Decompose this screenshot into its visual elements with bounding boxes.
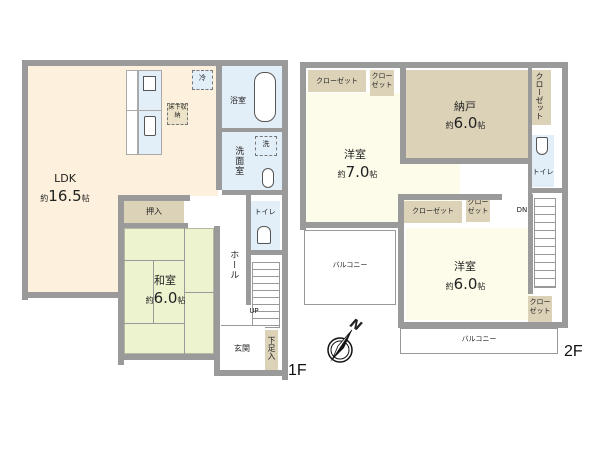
floor1-plan: 冷 床下収納 LDK 約16.5帖 浴室 洗 洗面室 トイレ 押入 和室 約6.… — [22, 60, 307, 380]
tatami-line-2 — [184, 228, 185, 354]
nando-name: 納戸 — [454, 100, 476, 113]
compass-icon: N — [324, 316, 364, 366]
oshiire-closet — [124, 201, 184, 223]
oshiire-label: 押入 — [146, 207, 162, 216]
washitsu-room — [124, 228, 214, 354]
underfloor-label: 床下収納 — [168, 104, 187, 119]
wall — [214, 370, 286, 376]
balcony-1-label: バルコニー — [332, 261, 368, 269]
fridge-label: 冷 — [199, 74, 206, 82]
stove-icon — [143, 76, 156, 91]
closet-f — [528, 296, 552, 322]
western2-size: 約6.0帖 — [445, 275, 486, 293]
closet-d-label: クローゼット — [412, 207, 454, 215]
closet-c-label: クローゼット — [535, 72, 544, 120]
closet-f-label: クローゼット — [529, 298, 551, 315]
wall — [300, 62, 306, 230]
nando-size: 約6.0帖 — [445, 114, 486, 132]
western-room-2 — [406, 228, 530, 320]
washer-space — [255, 136, 277, 156]
washroom-label: 洗面室 — [233, 146, 244, 176]
western2-name: 洋室 — [454, 260, 476, 273]
western-room-1 — [306, 93, 400, 223]
kitchen-counter — [126, 70, 138, 115]
floor1-label: 1F — [288, 362, 307, 379]
wall — [398, 322, 568, 328]
wall — [562, 62, 568, 327]
tatami-line-4 — [153, 260, 154, 323]
washer-label: 洗 — [262, 140, 270, 148]
wall — [398, 194, 404, 328]
wall — [22, 60, 222, 66]
tatami-line-5 — [184, 292, 214, 293]
tatami-line-3 — [124, 323, 185, 324]
entrance-label: 玄関 — [234, 344, 250, 353]
tatami-line-1 — [124, 260, 185, 261]
stairs-down-label: DN — [516, 206, 528, 214]
wall — [118, 354, 216, 360]
toilet-icon — [257, 226, 271, 244]
toilet-label: トイレ — [254, 208, 276, 216]
washitsu-size: 約6.0帖 — [145, 289, 186, 307]
wall — [118, 223, 188, 228]
wall — [118, 195, 124, 365]
wall — [22, 292, 120, 298]
toilet-icon-2f — [536, 137, 548, 155]
closet-c — [531, 70, 551, 125]
wall — [216, 60, 288, 66]
washbasin-icon — [262, 168, 274, 188]
fridge-space — [192, 70, 213, 90]
nando-room — [406, 70, 528, 160]
balcony-1 — [304, 230, 396, 305]
ldk-lower — [28, 200, 120, 292]
wall — [300, 222, 400, 228]
stairs-up-label: UP — [249, 307, 259, 315]
washitsu-name: 和室 — [154, 274, 176, 287]
wall — [528, 68, 532, 196]
closet-d — [404, 201, 462, 223]
shoebox — [265, 330, 278, 372]
wall — [246, 250, 284, 255]
western1-size: 約7.0帖 — [337, 163, 378, 181]
balcony-2 — [400, 328, 558, 354]
closet-b — [370, 70, 394, 96]
wall — [22, 60, 28, 300]
hall-label: ホール — [228, 250, 239, 280]
shoebox-label: 下足入 — [267, 336, 276, 360]
western1-name: 洋室 — [344, 148, 366, 161]
stairs-1f — [252, 262, 280, 328]
wall — [400, 158, 530, 164]
closet-b-label: クローゼット — [371, 72, 393, 89]
toilet-2f-label: トイレ — [532, 168, 554, 176]
underfloor-storage — [167, 103, 188, 125]
stairs-2f — [534, 198, 556, 288]
closet-a — [308, 70, 366, 92]
closet-e-label: クローゼット — [467, 198, 489, 215]
wall — [118, 195, 190, 201]
bath-label: 浴室 — [230, 96, 246, 105]
wall — [214, 226, 220, 376]
wall — [398, 194, 502, 200]
ldk-size: 約16.5帖 — [40, 187, 90, 205]
wall — [528, 194, 533, 294]
kitchen-counter-lower — [126, 110, 138, 155]
wall — [222, 128, 284, 132]
entrance-room — [221, 325, 265, 371]
wall — [222, 190, 284, 195]
closet-a-label: クローゼット — [316, 77, 358, 85]
wall — [300, 62, 568, 68]
ldk-name: LDK — [54, 172, 76, 185]
wall — [400, 62, 406, 162]
sink-icon-2 — [144, 116, 156, 136]
bathtub-icon — [254, 72, 276, 122]
wall — [282, 60, 288, 380]
floor2-plan: 洋室 約7.0帖 クローゼット クローゼット 納戸 約6.0帖 クローゼット ト… — [300, 0, 600, 450]
balcony-2-label: バルコニー — [461, 335, 497, 343]
wall — [216, 60, 222, 190]
floor2-label: 2F — [564, 343, 583, 360]
wall — [528, 188, 564, 193]
